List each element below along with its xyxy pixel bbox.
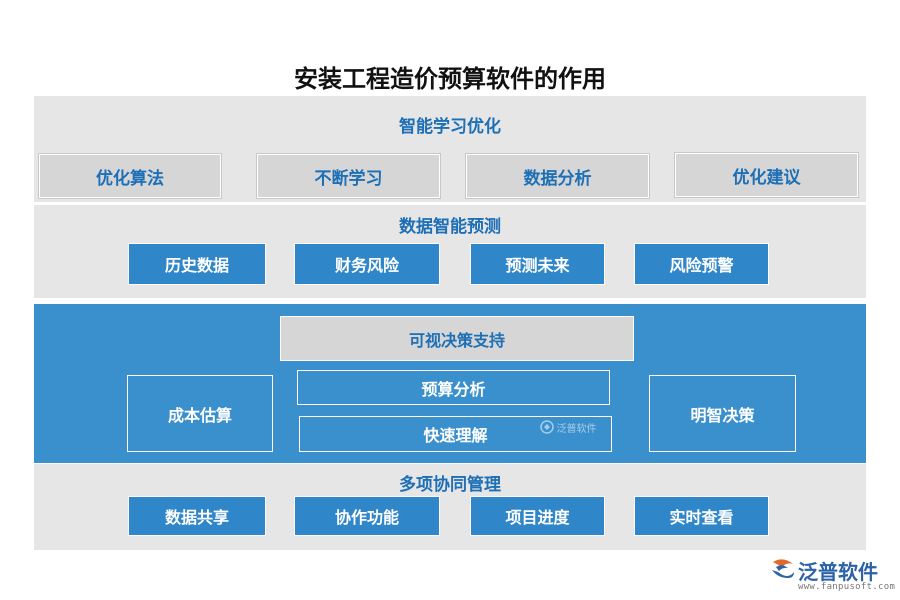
collaboration-item: 实时查看 [634, 496, 769, 536]
collaboration-item: 项目进度 [470, 496, 605, 536]
prediction-item: 预测未来 [470, 243, 605, 285]
decision-right-box: 明智决策 [649, 375, 796, 452]
learning-item: 不断学习 [257, 154, 440, 198]
brand-name: 泛普软件 [798, 560, 878, 584]
decision-middle-box: 快速理解 [299, 416, 612, 452]
collaboration-item: 协作功能 [294, 496, 440, 536]
diagram-title: 安装工程造价预算软件的作用 [294, 64, 606, 93]
decision-middle-box: 预算分析 [297, 370, 610, 405]
brand-url: www.fanpusoft.com [798, 582, 896, 592]
learning-item: 优化算法 [39, 154, 221, 198]
prediction-section-title: 数据智能预测 [399, 216, 501, 237]
fanpu-logo-icon [772, 559, 794, 578]
fanpu-logo-icon [539, 420, 554, 434]
prediction-item: 财务风险 [294, 243, 440, 285]
learning-item: 优化建议 [675, 153, 858, 197]
decision-section-title: 可视决策支持 [280, 316, 634, 361]
watermark-text: 泛普软件 [556, 423, 597, 435]
learning-section-title: 智能学习优化 [399, 116, 501, 137]
prediction-item: 风险预警 [634, 243, 769, 285]
collaboration-section-title: 多项协同管理 [399, 474, 501, 495]
collaboration-item: 数据共享 [128, 496, 266, 536]
brand-logo: 泛普软件 www.fanpusoft.com [770, 556, 895, 596]
watermark: 泛普软件 [528, 418, 608, 436]
learning-item: 数据分析 [466, 154, 649, 198]
decision-left-box: 成本估算 [127, 375, 273, 452]
prediction-item: 历史数据 [128, 243, 266, 285]
